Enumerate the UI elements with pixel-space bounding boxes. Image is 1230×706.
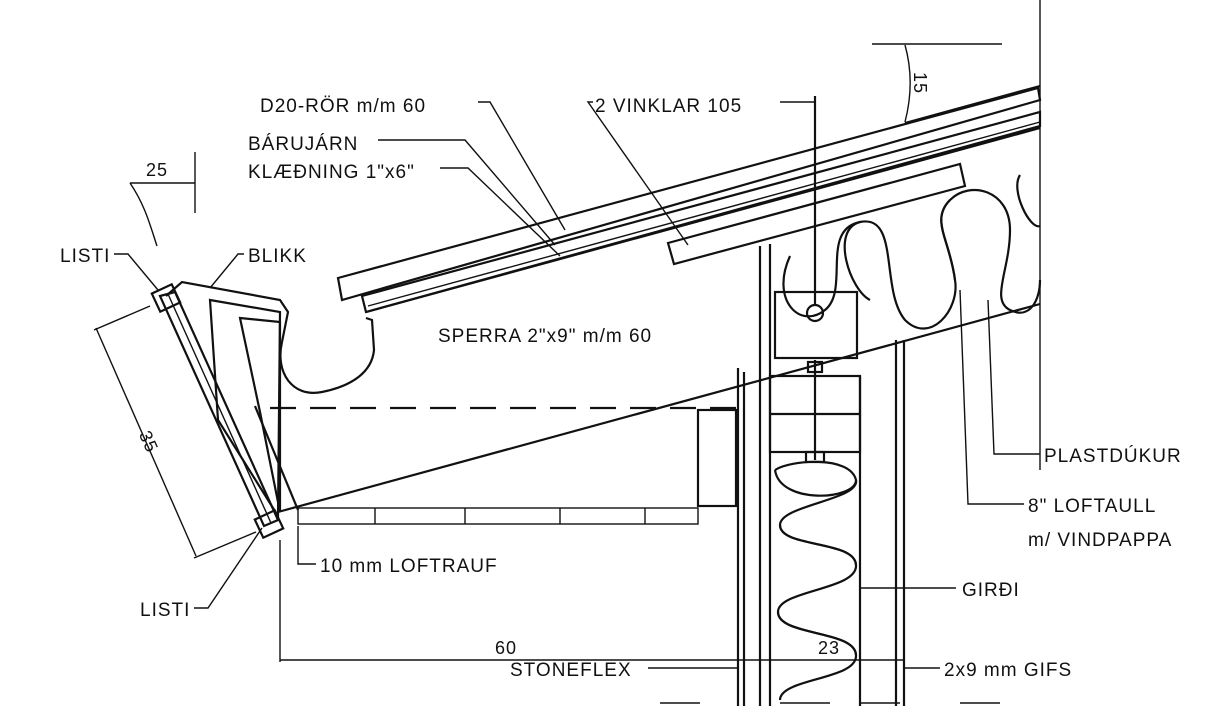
label-barujarn: BÁRUJÁRN [248, 134, 358, 155]
leader-blikk [209, 253, 244, 289]
leader-plastdukur [987, 299, 1040, 455]
fascia-front [238, 316, 282, 513]
label-listi-bottom: LISTI [140, 600, 190, 621]
label-gifs: 2x9 mm GIFS [944, 660, 1072, 681]
dim-23-label: 23 [818, 638, 840, 658]
label-stoneflex: STONEFLEX [510, 660, 632, 681]
label-vinklar: 2 VINKLAR 105 [595, 96, 742, 117]
dim-35-line [95, 327, 197, 557]
roof-insulation-2 [843, 174, 1041, 301]
roof-insulation [782, 188, 1042, 330]
label-plastdukur: PLASTDÚKUR [1044, 445, 1182, 467]
leader-loftrauf [297, 526, 316, 565]
dim-35-label: 35 [135, 428, 162, 456]
dim-60-label: 60 [495, 638, 517, 658]
label-loftaull-1: 8" LOFTAULL [1028, 496, 1156, 517]
facing-board [158, 290, 280, 528]
dim-15-arc [904, 44, 911, 123]
dimensions: 25 15 35 60 23 [93, 43, 1002, 662]
gutter-bracket [165, 280, 290, 343]
angle-bracket-board [666, 162, 967, 266]
leader-loftaull [959, 289, 1024, 505]
label-loftaull-2: m/ VINDPAPPA [1028, 530, 1172, 551]
leader-vinklar-2 [586, 101, 689, 246]
gutter-pipe [279, 316, 376, 394]
rafter-top-line [365, 126, 1041, 314]
bolt-nut [806, 360, 824, 374]
wall-insulation [774, 460, 858, 701]
hatched-block [696, 408, 738, 508]
cladding-board [360, 110, 1042, 314]
soffit-board [297, 507, 699, 525]
facing-board-line [167, 293, 272, 524]
label-listi-top: LISTI [60, 246, 110, 267]
leader-listi-top [114, 253, 159, 291]
dim-15-label: 15 [910, 72, 930, 94]
leader-barujarn [378, 139, 556, 246]
label-d20-ror: D20-RÖR m/m 60 [260, 96, 426, 117]
leader-d20-ror [478, 101, 566, 231]
leader-klaedning [440, 167, 561, 257]
dim-25-arc [129, 182, 158, 247]
wall-assembly [736, 0, 1042, 706]
label-girdi: GIRÐI [962, 580, 1020, 601]
dim-35-ext [193, 531, 257, 559]
roof-assembly [253, 84, 1042, 525]
label-klaedning: KLÆÐNING 1"x6" [248, 162, 415, 183]
roof-top-line [904, 84, 1041, 125]
gutter-assembly [150, 280, 376, 540]
label-sperra: SPERRA 2"x9" m/m 60 [438, 326, 652, 347]
rafter-bottom-line [277, 302, 1041, 514]
cladding-inner-line [367, 121, 1041, 307]
leader-listi-bottom [194, 527, 263, 609]
listi-bottom-piece [253, 508, 285, 540]
label-blikk: BLIKK [248, 246, 307, 267]
dim-25-label: 25 [146, 160, 168, 180]
listi-top-piece [150, 282, 182, 314]
label-loftrauf: 10 mm LOFTRAUF [320, 556, 498, 577]
dim-35-ext [93, 305, 151, 331]
wall-insulation-2 [773, 469, 858, 656]
annotations: D20-RÖR m/m 60 2 VINKLAR 105 BÁRUJÁRN KL… [60, 96, 1182, 681]
